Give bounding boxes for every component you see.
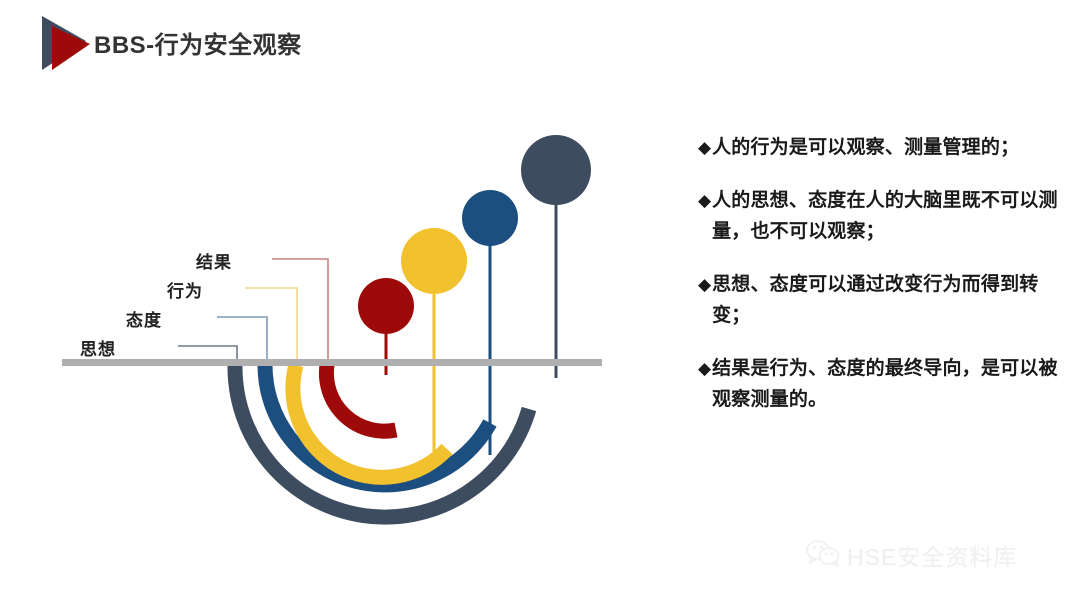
bullet-item-2: ◆ 人的思想、态度在人的大脑里既不可以测量，也不可以观察； <box>698 185 1058 247</box>
watermark: HSE安全资料库 <box>806 538 1017 572</box>
diamond-bullet-icon: ◆ <box>698 138 712 157</box>
bullet-text: 人的行为是可以观察、测量管理的； <box>712 137 1020 158</box>
bullet-text: 人的思想、态度在人的大脑里既不可以测量，也不可以观察； <box>712 190 1058 242</box>
diagram-label-result: 结果 <box>196 253 232 272</box>
balloon-behavior <box>401 228 467 294</box>
wechat-icon <box>806 539 840 572</box>
diamond-bullet-icon: ◆ <box>698 359 712 378</box>
leader-line-attitude <box>217 316 268 362</box>
bullet-item-3: ◆ 思想、态度可以通过改变行为而得到转变； <box>698 269 1058 331</box>
waterline <box>62 359 602 366</box>
triangle-play-logo-icon <box>40 14 92 72</box>
slide-header: BBS-行为安全观察 <box>0 0 1080 88</box>
balloon-thought <box>521 135 591 205</box>
balloon-attitude <box>462 190 518 246</box>
bullet-list: ◆ 人的行为是可以观察、测量管理的； ◆ 人的思想、态度在人的大脑里既不可以测量… <box>698 132 1058 437</box>
diagram-label-attitude: 态度 <box>126 311 162 330</box>
bullet-item-1: ◆ 人的行为是可以观察、测量管理的； <box>698 132 1058 163</box>
watermark-text: HSE安全资料库 <box>847 544 1018 570</box>
arc-result <box>318 363 398 439</box>
balloon-result <box>358 278 414 334</box>
arc-behavior <box>285 363 453 485</box>
bullet-text: 结果是行为、态度的最终导向，是可以被观察测量的。 <box>712 358 1058 410</box>
arc-thought <box>227 364 537 525</box>
page-title: BBS-行为安全观察 <box>94 32 302 59</box>
diamond-bullet-icon: ◆ <box>698 275 712 294</box>
leader-line-result <box>272 258 329 362</box>
bullet-item-4: ◆ 结果是行为、态度的最终导向，是可以被观察测量的。 <box>698 353 1058 415</box>
diamond-bullet-icon: ◆ <box>698 191 712 210</box>
logo-front-triangle <box>52 26 90 70</box>
diagram-label-thought: 思想 <box>80 340 116 359</box>
bullet-text: 思想、态度可以通过改变行为而得到转变； <box>712 274 1039 326</box>
diagram-label-behavior: 行为 <box>167 282 203 301</box>
iceberg-diagram: 结果 行为 态度 思想 <box>62 135 602 525</box>
leader-line-thought <box>178 345 238 362</box>
leader-line-behavior <box>245 287 298 362</box>
